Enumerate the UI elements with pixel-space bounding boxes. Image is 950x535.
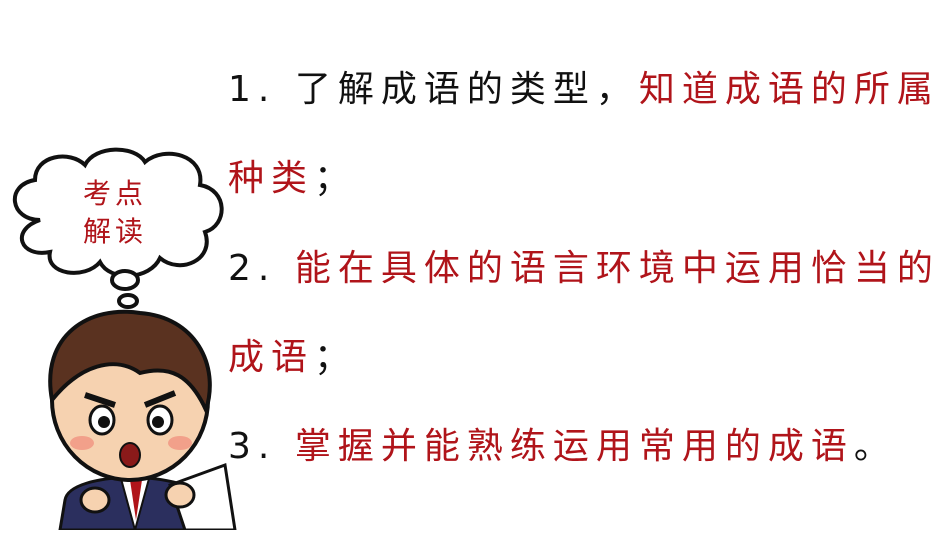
point-1-cont-punct: ；	[314, 158, 358, 199]
point-1-cont-red: 种类	[228, 158, 315, 199]
point-2-line: 2. 能在具体的语言环境中运用恰当的	[228, 247, 940, 291]
point-3-end-punct: 。	[853, 426, 897, 467]
cartoon-teacher-icon	[48, 309, 237, 530]
point-2-cont-red: 成语	[228, 337, 315, 378]
point-2-number: 2.	[228, 248, 277, 289]
point-3-line: 3. 掌握并能熟练运用常用的成语。	[228, 425, 897, 469]
point-1-line: 1. 了解成语的类型，知道成语的所属	[228, 68, 940, 112]
point-3-red-text: 掌握并能熟练运用常用的成语	[294, 426, 854, 467]
point-3-number: 3.	[228, 426, 277, 467]
bubble-label-line1: 考点	[82, 177, 147, 210]
point-1-black-text: 了解成语的类型，	[294, 69, 639, 110]
bubble-label-line2: 解读	[82, 215, 147, 248]
point-1-red-text: 知道成语的所属	[638, 69, 940, 110]
thought-bubble-icon	[13, 147, 224, 309]
point-2-continuation: 成语；	[228, 336, 357, 380]
point-1-number: 1.	[228, 69, 277, 110]
point-2-cont-punct: ；	[314, 337, 358, 378]
point-2-red-text: 能在具体的语言环境中运用恰当的	[294, 248, 940, 289]
point-1-continuation: 种类；	[228, 157, 357, 201]
